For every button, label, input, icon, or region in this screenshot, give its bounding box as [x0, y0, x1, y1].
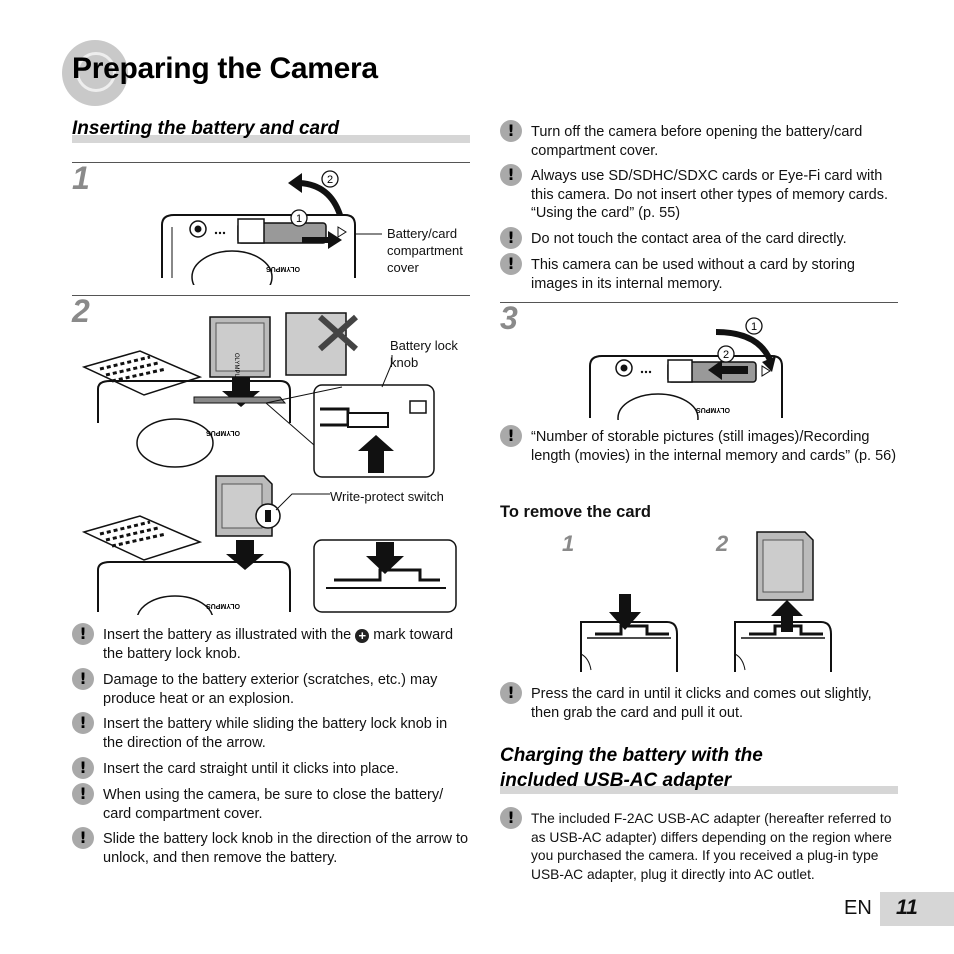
circle-number-1: 1 [751, 321, 757, 333]
note-item: ! When using the camera, be sure to clos… [72, 783, 470, 823]
substep-number-2: 2 [716, 531, 729, 556]
page-number: 11 [896, 896, 918, 919]
section-underline [72, 135, 470, 143]
section-underline [500, 786, 898, 794]
step-number-2: 2 [72, 293, 90, 329]
note-item: ! The included F-2AC USB-AC adapter (her… [500, 807, 898, 884]
camera-lens-icon [76, 52, 116, 92]
step-number-1: 1 [72, 160, 90, 196]
camera-brand: OLYMPUS [266, 265, 300, 272]
exclamation-icon: ! [72, 783, 94, 805]
language-label: EN [844, 897, 872, 919]
battery-insert-illustration: OLYMPUS OLYMPUS [81, 312, 435, 478]
note-item: ! Do not touch the contact area of the c… [500, 227, 898, 249]
step1-illustration: 1 2 OLYMPUS [161, 170, 382, 285]
card-insert-illustration: OLYMPUS [81, 475, 457, 615]
divider [500, 302, 898, 303]
exclamation-icon: ! [500, 425, 522, 447]
exclamation-icon: ! [500, 807, 522, 829]
substep-number-1: 1 [562, 531, 575, 556]
step3-illustration: 1 2 OLYMPUS [589, 317, 783, 420]
exclamation-icon: ! [72, 827, 94, 849]
note-item: ! Damage to the battery exterior (scratc… [72, 668, 470, 708]
section-title-battery: Inserting the battery and card [72, 118, 340, 139]
page-title: Preparing the Camera [72, 52, 378, 85]
note-item: ! “Number of storable pictures (still im… [500, 425, 898, 465]
note-item: ! Always use SD/SDHC/SDXC cards or Eye-F… [500, 164, 898, 223]
exclamation-icon: ! [500, 120, 522, 142]
remove-card-title: To remove the card [500, 503, 651, 521]
callout-battery-lock-knob: Battery lock knob [390, 338, 458, 370]
step-number-3: 3 [500, 300, 518, 336]
exclamation-icon: ! [72, 668, 94, 690]
callout-write-protect: Write-protect switch [330, 489, 444, 504]
note-item: ! Turn off the camera before opening the… [500, 120, 898, 160]
callout-compartment-cover: Battery/card compartment cover [387, 226, 463, 275]
exclamation-icon: ! [500, 164, 522, 186]
battery-brand: OLYMPUS [233, 353, 239, 382]
note-item: ! Slide the battery lock knob in the dir… [72, 827, 470, 867]
circle-number-2: 2 [327, 174, 333, 186]
exclamation-icon: ! [72, 712, 94, 734]
divider [72, 295, 470, 296]
exclamation-icon: ! [500, 253, 522, 275]
note-item: ! Insert the card straight until it clic… [72, 757, 470, 779]
note-item: ! This camera can be used without a card… [500, 253, 898, 293]
remove-card-illustration [580, 531, 832, 672]
note-item: ! Insert the battery while sliding the b… [72, 712, 470, 752]
exclamation-icon: ! [500, 227, 522, 249]
circle-number-2: 2 [723, 349, 729, 361]
camera-brand: OLYMPUS [206, 429, 240, 436]
page-number-box [880, 892, 954, 926]
plus-circle-icon: + [355, 629, 370, 643]
exclamation-icon: ! [72, 757, 94, 779]
exclamation-icon: ! [500, 682, 522, 704]
note-item: ! Press the card in until it clicks and … [500, 682, 898, 722]
divider [72, 162, 470, 163]
camera-brand: OLYMPUS [206, 602, 240, 609]
note-item: ! Insert the battery as illustrated with… [72, 623, 470, 663]
section-title-charging: Charging the battery with the included U… [500, 745, 763, 791]
circle-number-1: 1 [296, 213, 302, 225]
camera-brand: OLYMPUS [696, 406, 730, 413]
exclamation-icon: ! [72, 623, 94, 645]
